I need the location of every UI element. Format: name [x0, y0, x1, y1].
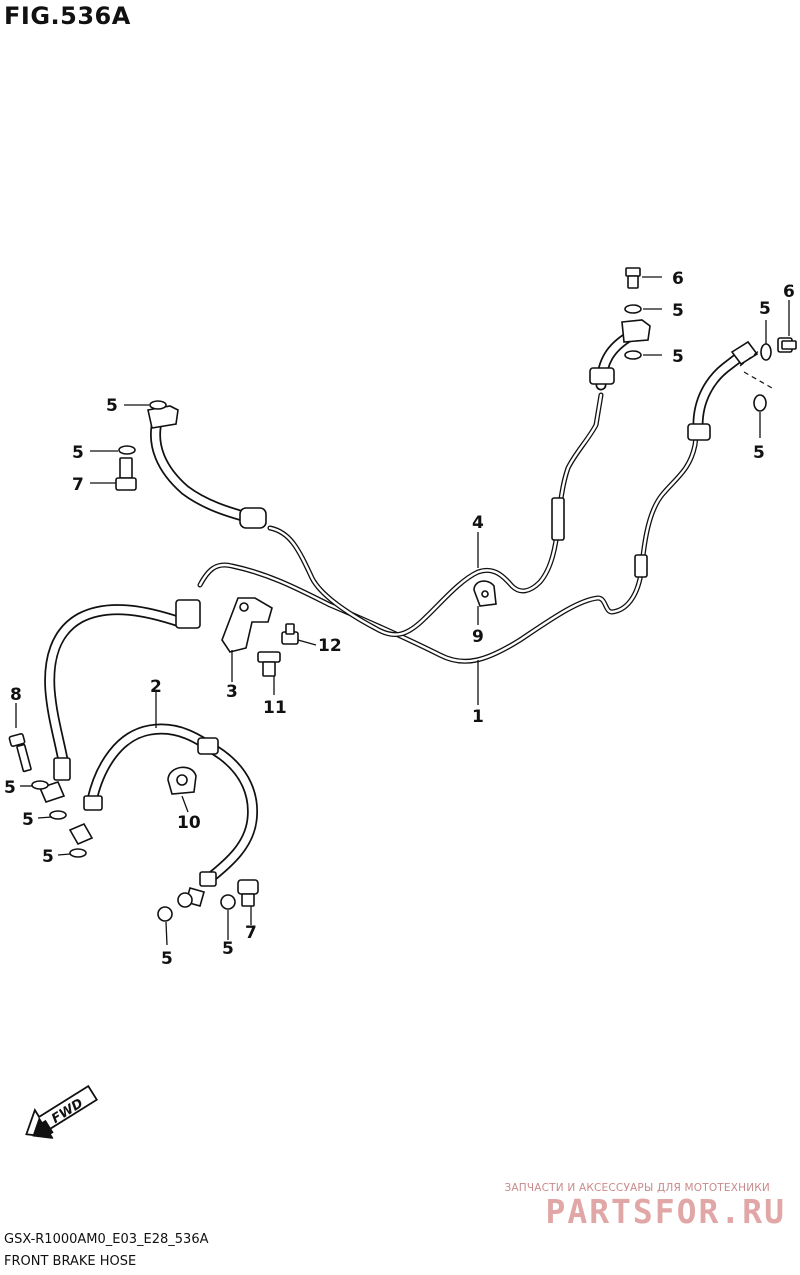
callout-5-l1: 5 [4, 778, 16, 798]
brake-hose-4[interactable] [267, 319, 651, 638]
callout-6-right: 6 [783, 282, 795, 302]
bolt-6-top[interactable] [625, 267, 641, 289]
callout-4: 4 [472, 513, 484, 533]
bracket-3[interactable] [175, 597, 273, 653]
washer-5-b2[interactable] [177, 892, 193, 908]
callout-6-top: 6 [672, 269, 684, 289]
bolt-12[interactable] [281, 623, 299, 645]
brake-hose-1[interactable] [197, 340, 759, 664]
washer-5-b1[interactable] [157, 906, 173, 922]
callout-9: 9 [472, 627, 484, 647]
callout-10: 10 [177, 813, 201, 833]
watermark-tagline: ЗАПЧАСТИ И АКСЕССУАРЫ ДЛЯ МОТОТЕХНИКИ [504, 1182, 770, 1194]
callout-11: 11 [263, 698, 287, 718]
callout-5-ul2: 5 [72, 443, 84, 463]
callout-5-right2: 5 [753, 443, 765, 463]
washer-5-top1[interactable] [624, 304, 642, 314]
callout-5-ul1: 5 [106, 396, 118, 416]
bolt-8[interactable] [8, 733, 32, 773]
callout-5-b1: 5 [161, 949, 173, 969]
brake-hose-2[interactable] [68, 723, 259, 907]
clamp-9[interactable] [473, 580, 497, 607]
left-caliper-hose[interactable] [38, 604, 186, 803]
washer-5-top2[interactable] [624, 350, 642, 360]
figure-name: FRONT BRAKE HOSE [4, 1254, 137, 1269]
bolt-7-lower[interactable] [237, 879, 259, 907]
callout-5-top1: 5 [672, 301, 684, 321]
washer-5-ul2[interactable] [118, 445, 136, 455]
washer-5-right1[interactable] [760, 343, 772, 361]
callout-7-lower: 7 [245, 923, 257, 943]
washer-5-right2[interactable] [753, 394, 767, 412]
bolt-11[interactable] [257, 651, 281, 677]
washer-5-l2[interactable] [49, 810, 67, 820]
bolt-7-upper[interactable] [115, 457, 137, 491]
washer-5-l3[interactable] [69, 848, 87, 858]
figure-title: FIG.536A [4, 2, 131, 30]
callout-5-l3: 5 [42, 847, 54, 867]
callout-5-right1: 5 [759, 299, 771, 319]
callout-8: 8 [10, 685, 22, 705]
washer-5-ul1[interactable] [149, 400, 167, 410]
model-code: GSX-R1000AM0_E03_E28_536A [4, 1232, 209, 1247]
callout-1: 1 [472, 707, 484, 727]
watermark-logo: PARTSFOR.RU [545, 1192, 786, 1231]
bolt-6-right[interactable] [777, 337, 797, 353]
callout-3: 3 [226, 682, 238, 702]
callout-5-l2: 5 [22, 810, 34, 830]
callout-5-b2: 5 [222, 939, 234, 959]
callout-12: 12 [318, 636, 342, 656]
washer-5-b3[interactable] [220, 894, 236, 910]
fwd-arrow-icon: FWD [25, 1084, 99, 1139]
callout-5-top2: 5 [672, 347, 684, 367]
upper-left-hose[interactable] [147, 405, 267, 529]
leader-lines [15, 276, 790, 946]
callout-7-upper: 7 [72, 475, 84, 495]
callout-2: 2 [150, 677, 162, 697]
washer-5-l1[interactable] [31, 780, 49, 790]
clamp-10[interactable] [167, 766, 197, 795]
